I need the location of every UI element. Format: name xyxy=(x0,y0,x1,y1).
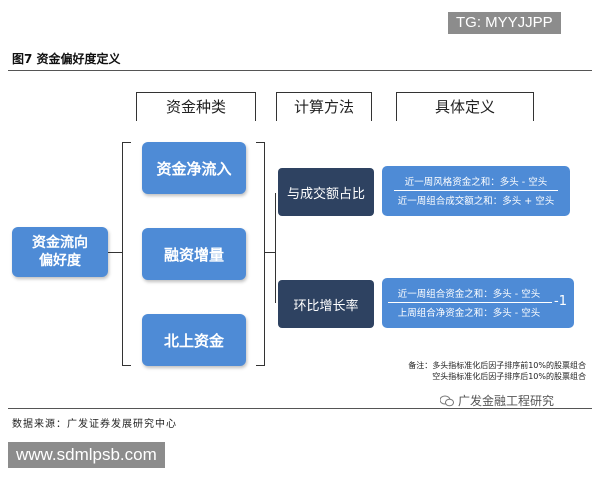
fund-type-northbound: 北上资金 xyxy=(142,314,246,366)
left-bracket-funds xyxy=(122,142,131,366)
fund-type-margin-increase: 融资增量 xyxy=(142,228,246,280)
note: 备注：多头指标准化后因子排序前10%的股票组合 空头指标准化后因子排序后10%的… xyxy=(330,360,586,382)
definition-2-numerator: 近一周组合资金之和：多头 - 空头 xyxy=(397,289,541,300)
logo-text: 广发金融工程研究 xyxy=(458,394,555,408)
definition-2-denominator: 上周组合净资金之和：多头 - 空头 xyxy=(397,308,541,319)
definition-1-fraction-line xyxy=(394,190,558,191)
definition-2-fraction-line xyxy=(388,302,552,303)
definition-1-denominator: 近一周组合成交额之和：多头 + 空头 xyxy=(397,196,555,207)
method-growth-rate: 环比增长率 xyxy=(278,280,374,328)
logo: 广发金融工程研究 xyxy=(440,392,554,409)
definition-1-numerator: 近一周风格资金之和：多头 - 空头 xyxy=(404,177,548,188)
header-bracket-3 xyxy=(396,92,534,121)
header-bracket-2 xyxy=(276,92,372,121)
watermark-bottom: www.sdmlpsb.com xyxy=(8,442,165,468)
definition-2: 近一周组合资金之和：多头 - 空头 上周组合净资金之和：多头 - 空头 -1 xyxy=(382,278,574,328)
root-node: 资金流向 偏好度 xyxy=(12,227,108,277)
connector-root xyxy=(108,252,122,253)
note-line-2: 空头指标准化后因子排序后10%的股票组合 xyxy=(432,372,586,381)
header-definition: 具体定义 xyxy=(434,97,495,116)
header-method: 计算方法 xyxy=(293,97,354,116)
connector-methods xyxy=(265,252,275,253)
source-rule xyxy=(8,408,592,409)
connector-methods-vertical xyxy=(275,193,276,303)
definition-2-suffix: -1 xyxy=(554,294,567,309)
watermark-top: TG: MYYJJPP xyxy=(448,12,561,34)
right-bracket-funds xyxy=(256,142,265,366)
definition-1: 近一周风格资金之和：多头 - 空头 近一周组合成交额之和：多头 + 空头 xyxy=(382,166,570,216)
title-rule xyxy=(8,70,592,71)
method-turnover-ratio: 与成交额占比 xyxy=(278,168,374,216)
wechat-icon xyxy=(440,395,454,406)
header-bracket-1 xyxy=(136,92,256,121)
figure-title: 图7 资金偏好度定义 xyxy=(12,52,121,66)
note-line-1: 备注：多头指标准化后因子排序前10%的股票组合 xyxy=(408,361,586,370)
header-fund-type: 资金种类 xyxy=(165,97,226,116)
fund-type-net-inflow: 资金净流入 xyxy=(142,142,246,194)
source-text: 数据来源：广发证券发展研究中心 xyxy=(12,419,177,430)
